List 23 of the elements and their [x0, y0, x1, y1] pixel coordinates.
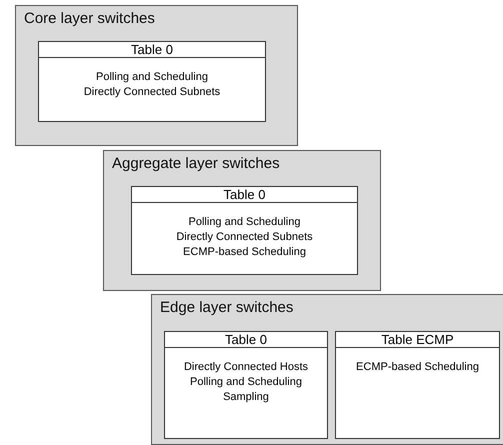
table-entry: ECMP-based Scheduling: [182, 245, 307, 260]
table-entry: Directly Connected Subnets: [175, 230, 314, 245]
table-header: Table 0: [132, 187, 357, 203]
panel-title: Aggregate layer switches: [112, 155, 280, 172]
table-entry: Sampling: [222, 390, 270, 405]
table-box: [164, 331, 328, 439]
table-entry: Directly Connected Hosts: [182, 360, 310, 375]
table-entry: Polling and Scheduling: [188, 215, 302, 230]
table-header: Table 0: [39, 42, 265, 58]
table-box: [335, 331, 500, 439]
switch-layer-panel: [15, 5, 298, 146]
table-header: Table ECMP: [336, 332, 499, 348]
table-box: [131, 186, 358, 275]
table-header: Table 0: [165, 332, 327, 348]
table-entry: Polling and Scheduling: [95, 70, 209, 85]
table-entry: ECMP-based Scheduling: [355, 360, 480, 375]
switch-layer-panel: [151, 294, 503, 445]
panel-title: Core layer switches: [24, 10, 155, 27]
switch-layer-panel: [103, 150, 381, 291]
table-box: [38, 41, 266, 122]
table-entry: Directly Connected Subnets: [82, 85, 222, 100]
panel-title: Edge layer switches: [160, 299, 294, 316]
table-entry: Polling and Scheduling: [189, 375, 303, 390]
